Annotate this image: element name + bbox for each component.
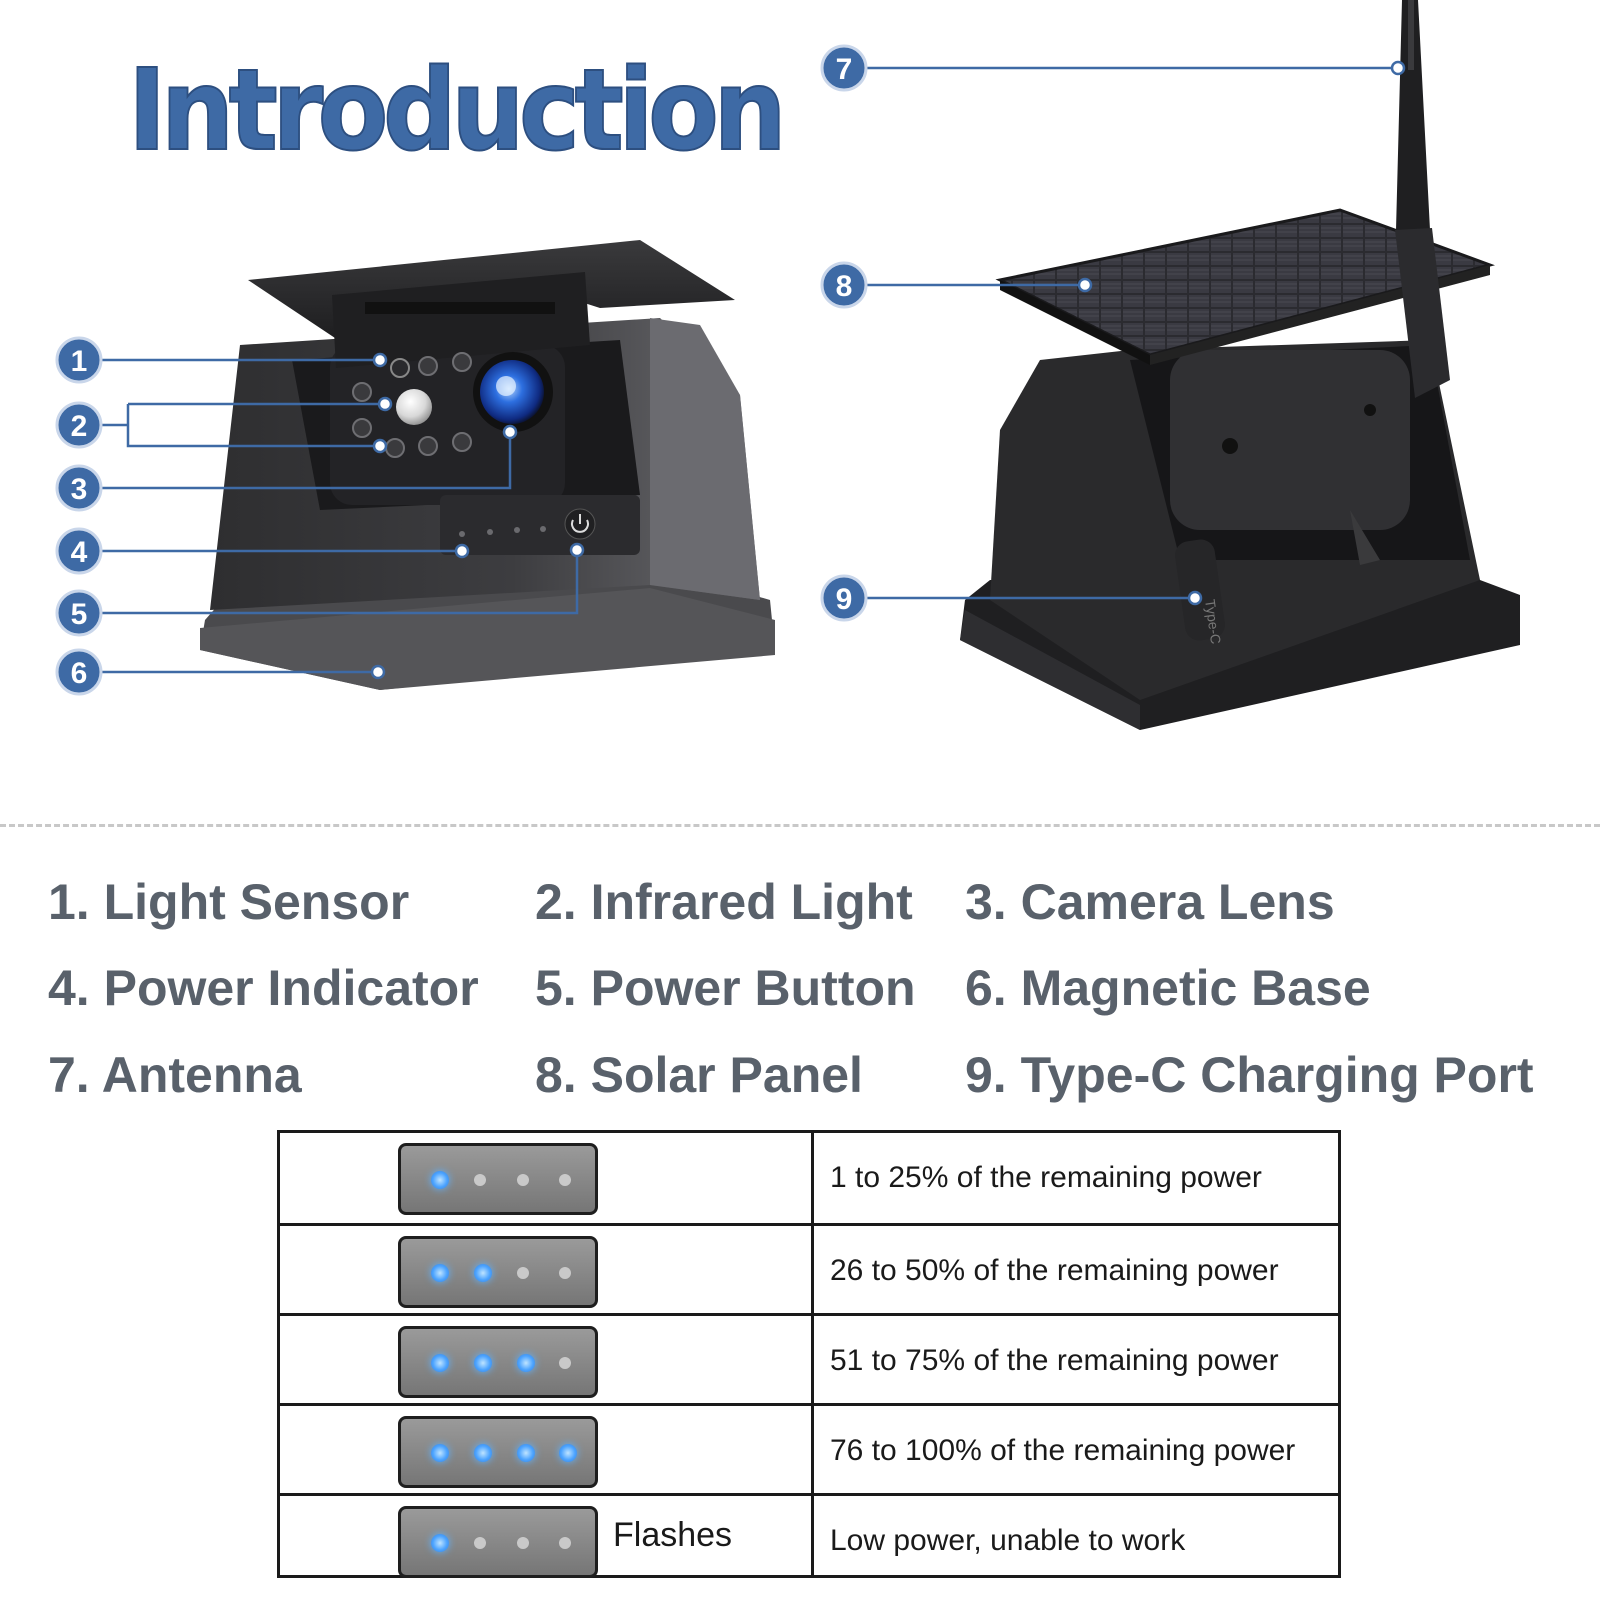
led-2 — [474, 1444, 492, 1462]
svg-text:8: 8 — [836, 270, 853, 303]
power-description: Low power, unable to work — [830, 1524, 1186, 1557]
svg-text:2: 2 — [71, 410, 88, 443]
power-description: 1 to 25% of the remaining power — [830, 1161, 1262, 1194]
led-4 — [559, 1174, 571, 1186]
label-camera-lens: 3. Camera Lens — [965, 874, 1335, 930]
label-magnetic-base: 6. Magnetic Base — [965, 960, 1371, 1016]
svg-text:5: 5 — [71, 598, 88, 631]
callout-9: 9 — [820, 574, 868, 622]
indicator-panel — [398, 1143, 598, 1215]
callout-8: 8 — [820, 261, 868, 309]
power-description: 76 to 100% of the remaining power — [830, 1434, 1296, 1467]
led-4 — [559, 1537, 571, 1549]
led-1 — [431, 1264, 449, 1282]
led-1 — [431, 1534, 449, 1552]
label-infrared-light: 2. Infrared Light — [535, 874, 913, 930]
power-description: 51 to 75% of the remaining power — [830, 1344, 1279, 1377]
svg-text:3: 3 — [71, 473, 88, 506]
dashed-divider — [0, 824, 1600, 827]
callout-7: 7 — [820, 44, 868, 92]
svg-text:7: 7 — [836, 53, 853, 86]
led-2 — [474, 1537, 486, 1549]
label-charging-port: 9. Type-C Charging Port — [965, 1047, 1534, 1103]
table-row: Flashes Low power, unable to work — [280, 1493, 1338, 1583]
led-2 — [474, 1174, 486, 1186]
table-row: 76 to 100% of the remaining power — [280, 1403, 1338, 1493]
table-row: 51 to 75% of the remaining power — [280, 1313, 1338, 1403]
label-power-button: 5. Power Button — [535, 960, 916, 1016]
led-4 — [559, 1357, 571, 1369]
indicator-note: Flashes — [613, 1516, 733, 1554]
callout-3: 3 — [55, 464, 103, 512]
svg-text:1: 1 — [71, 345, 88, 378]
led-2 — [474, 1264, 492, 1282]
product-illustration: Type-C 1 2 3 4 5 6 7 8 9 — [55, 0, 1520, 730]
callout-1: 1 — [55, 336, 103, 384]
indicator-panel — [398, 1236, 598, 1308]
led-2 — [474, 1354, 492, 1372]
table-row: 26 to 50% of the remaining power — [280, 1223, 1338, 1313]
led-3 — [517, 1174, 529, 1186]
power-description: 26 to 50% of the remaining power — [830, 1254, 1279, 1287]
label-antenna: 7. Antenna — [48, 1047, 302, 1103]
led-1 — [431, 1354, 449, 1372]
svg-text:4: 4 — [71, 536, 88, 569]
indicator-panel — [398, 1506, 598, 1578]
power-indicator-table: 1 to 25% of the remaining power 26 to 50… — [277, 1130, 1341, 1578]
label-solar-panel: 8. Solar Panel — [535, 1047, 863, 1103]
led-1 — [431, 1171, 449, 1189]
led-4 — [559, 1267, 571, 1279]
led-3 — [517, 1354, 535, 1372]
led-1 — [431, 1444, 449, 1462]
callout-4: 4 — [55, 527, 103, 575]
callout-lines — [98, 66, 1398, 674]
led-4 — [559, 1444, 577, 1462]
callout-6: 6 — [55, 648, 103, 696]
camera-front-view — [200, 240, 775, 690]
page-title: Introduction — [127, 46, 788, 176]
led-3 — [517, 1267, 529, 1279]
camera-rear-view: Type-C — [960, 0, 1520, 730]
svg-text:9: 9 — [836, 583, 853, 616]
led-3 — [517, 1444, 535, 1462]
table-divider — [811, 1133, 814, 1575]
label-light-sensor: 1. Light Sensor — [48, 874, 410, 930]
type-c-port-label: Type-C — [1202, 598, 1224, 645]
callout-2: 2 — [55, 401, 103, 449]
table-row: 1 to 25% of the remaining power — [280, 1133, 1338, 1223]
callout-5: 5 — [55, 589, 103, 637]
label-power-indicator: 4. Power Indicator — [48, 960, 479, 1016]
indicator-panel — [398, 1326, 598, 1398]
indicator-panel — [398, 1416, 598, 1488]
svg-text:6: 6 — [71, 657, 88, 690]
led-3 — [517, 1537, 529, 1549]
